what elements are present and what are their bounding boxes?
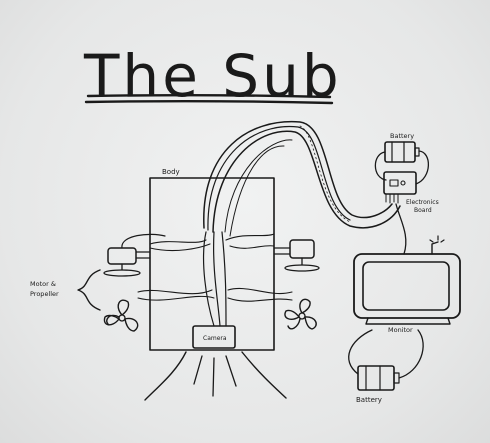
monitor — [354, 236, 460, 324]
motor-label-line2: Propeller — [30, 290, 59, 298]
monitor-label: Monitor — [388, 326, 413, 334]
motor-brace — [78, 270, 100, 310]
motor-left — [104, 234, 165, 276]
motor-label-line1: Motor & — [30, 280, 56, 288]
sub-body — [150, 178, 274, 350]
propeller-left — [104, 300, 137, 331]
camera-cables — [204, 232, 226, 326]
propeller-right — [285, 299, 316, 329]
battery-top-label: Battery — [390, 132, 414, 140]
electronics-label-line2: Board — [414, 207, 432, 214]
motor-right — [274, 240, 319, 271]
electronics-label-line1: Electronics — [406, 199, 439, 206]
cable-bundle — [204, 122, 400, 236]
body-label: Body — [162, 168, 180, 176]
battery-bottom-label: Battery — [356, 396, 382, 404]
diagram-title: The Sub — [83, 42, 342, 110]
camera-label: Camera — [203, 335, 227, 342]
monitor-battery-wire — [349, 330, 372, 374]
bottom-battery — [358, 366, 399, 390]
camera-view-rays — [145, 352, 286, 400]
top-battery — [385, 142, 419, 162]
